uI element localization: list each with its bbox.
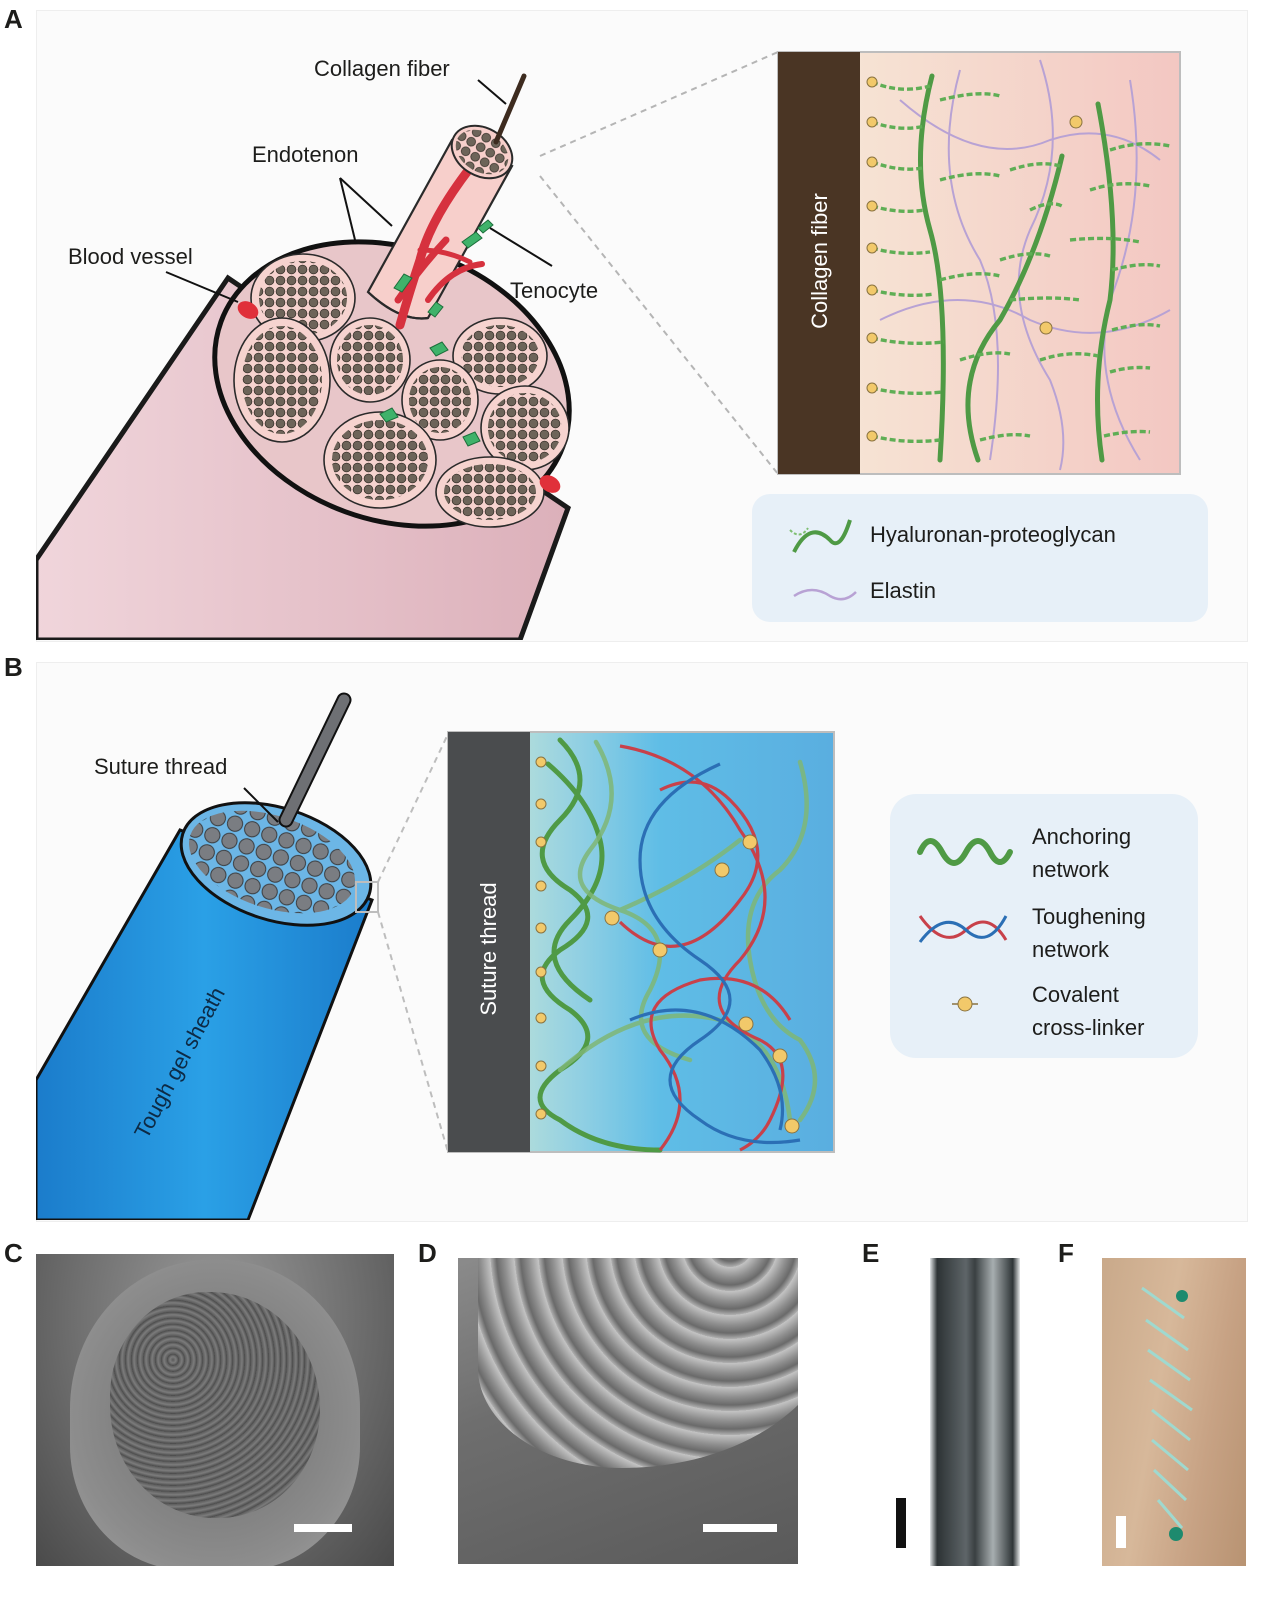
toughening-legend-icon — [918, 915, 1008, 943]
legend-crosslinker-line1: Covalent — [1032, 982, 1119, 1007]
panel-label-e: E — [862, 1238, 880, 1268]
legend-toughening-line1: Toughening — [1032, 904, 1146, 929]
tough-gel-suture-photo — [930, 1258, 1020, 1566]
legend-toughening-label: Toughening network — [1032, 900, 1146, 966]
label-collagen-fiber: Collagen fiber — [314, 56, 450, 81]
anchoring-legend-icon — [917, 838, 1013, 866]
inset-suture-thread-label: Suture thread — [476, 882, 501, 1016]
legend-crosslinker-label: Covalent cross-linker — [1032, 978, 1144, 1044]
legend-anchoring-label: Anchoring network — [1032, 820, 1131, 886]
sem-fiber-bundle — [478, 1258, 798, 1468]
panel-label-d: D — [418, 1238, 437, 1268]
scale-bar-e — [896, 1498, 906, 1548]
crosslinker-legend-icon — [952, 996, 978, 1012]
label-tenocyte: Tenocyte — [510, 278, 599, 303]
label-blood-vessel: Blood vessel — [68, 244, 193, 269]
label-suture-thread: Suture thread — [94, 754, 228, 779]
panel-label-f: F — [1058, 1238, 1074, 1268]
legend-anchoring-line2: network — [1032, 857, 1110, 882]
suture-stitches — [1141, 1286, 1193, 1541]
scale-bar-c — [294, 1524, 352, 1532]
pulled-fascicle — [366, 73, 527, 330]
sem-interface-image — [458, 1258, 798, 1564]
legend-elastin-label: Elastin — [870, 578, 937, 603]
hyaluronan-legend-icon — [789, 519, 852, 553]
sem-cross-section-image — [36, 1254, 394, 1566]
panel-label-b: B — [4, 652, 23, 682]
scale-bar-f — [1116, 1516, 1126, 1548]
legend-hyaluronan-label: Hyaluronan-proteoglycan — [870, 522, 1116, 547]
panel-b-illustration — [36, 692, 1198, 1220]
scale-bar-d — [703, 1524, 777, 1532]
panel-label-c: C — [4, 1238, 23, 1268]
legend-toughening-line2: network — [1032, 937, 1110, 962]
blood-vessel-2 — [539, 475, 561, 493]
sutured-skin-photo — [1102, 1258, 1246, 1566]
collagen-fiber-strand — [493, 73, 527, 145]
fascicles — [233, 253, 570, 528]
legend-crosslinker-line2: cross-linker — [1032, 1015, 1145, 1040]
panel-a-illustration — [36, 51, 1208, 640]
panel-a-inset — [777, 51, 1181, 475]
label-endotenon: Endotenon — [252, 142, 359, 167]
sem-thread-core — [110, 1292, 320, 1518]
panel-label-a: A — [4, 4, 23, 34]
blood-vessel-1 — [237, 301, 259, 319]
panel-b-inset — [447, 731, 835, 1153]
legend-anchoring-line1: Anchoring — [1032, 824, 1132, 849]
elastin-legend-icon — [793, 588, 857, 601]
tenocytes — [379, 341, 481, 447]
